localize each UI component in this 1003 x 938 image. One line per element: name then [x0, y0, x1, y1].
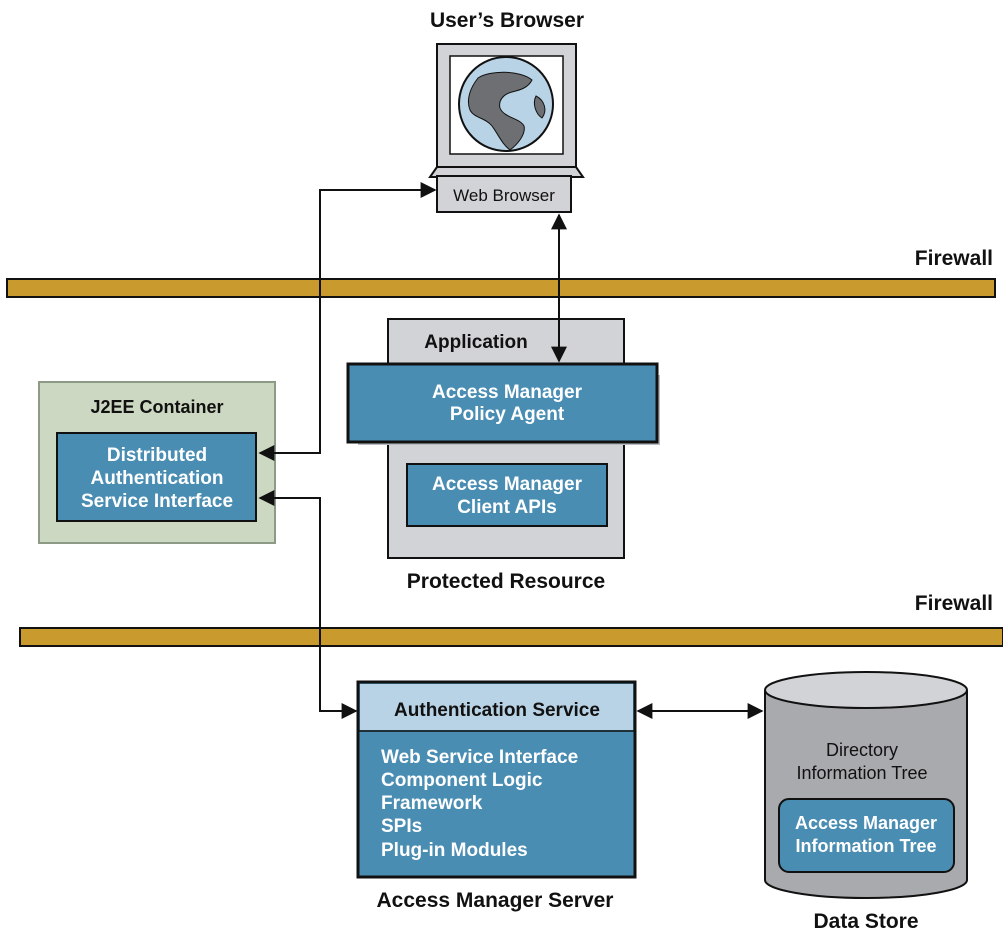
data-store-cylinder: Directory Information Tree Access Manage… [764, 671, 968, 899]
protected-resource-caption: Protected Resource [407, 570, 605, 593]
application-title: Application [424, 332, 527, 353]
policy-agent-box [346, 362, 659, 444]
policy-agent-line2: Policy Agent [450, 404, 565, 425]
auth-service-header [360, 684, 633, 730]
firewall-bar-bottom [19, 627, 1003, 647]
das-line2: Authentication [91, 468, 224, 489]
web-browser-box [436, 175, 572, 213]
server-caption: Access Manager Server [377, 889, 614, 912]
server-item-1: Web Service Interface [381, 747, 578, 768]
am-info-tree-box [778, 798, 955, 873]
arrow-das-auth-service [258, 490, 358, 719]
j2ee-container: J2EE Container Distributed Authenticatio… [38, 381, 276, 544]
arrow-das-browser [258, 182, 437, 461]
dit-line2: Information Tree [796, 763, 927, 783]
data-store-caption: Data Store [813, 910, 918, 933]
browser-title: User’s Browser [430, 9, 584, 32]
server-item-5: Plug-in Modules [381, 840, 528, 861]
policy-agent-line1: Access Manager [432, 382, 583, 403]
globe-icon [458, 56, 554, 152]
dit-line1: Directory [826, 740, 898, 760]
server-item-4: SPIs [381, 816, 422, 837]
j2ee-title: J2EE Container [90, 397, 223, 417]
firewall-bar-top [6, 278, 996, 298]
protected-resource: Application Access Manager Policy Agent … [346, 318, 660, 559]
client-apis-line2: Client APIs [457, 497, 557, 518]
das-line3: Service Interface [81, 491, 233, 512]
web-browser-label: Web Browser [453, 186, 555, 205]
am-info-tree-line2: Information Tree [795, 836, 936, 856]
server-item-2: Component Logic [381, 770, 543, 791]
das-line1: Distributed [107, 445, 207, 466]
monitor-icon [428, 43, 585, 178]
firewall-label-bottom: Firewall [915, 592, 993, 615]
client-apis-box [406, 463, 608, 527]
am-info-tree-line1: Access Manager [795, 813, 937, 833]
auth-service-title: Authentication Service [394, 700, 600, 721]
firewall-label-top: Firewall [915, 247, 993, 270]
client-apis-line1: Access Manager [432, 474, 583, 495]
das-interface-box [56, 432, 257, 522]
access-manager-server: Authentication Service Web Service Inter… [356, 680, 637, 879]
server-item-3: Framework [381, 793, 483, 814]
